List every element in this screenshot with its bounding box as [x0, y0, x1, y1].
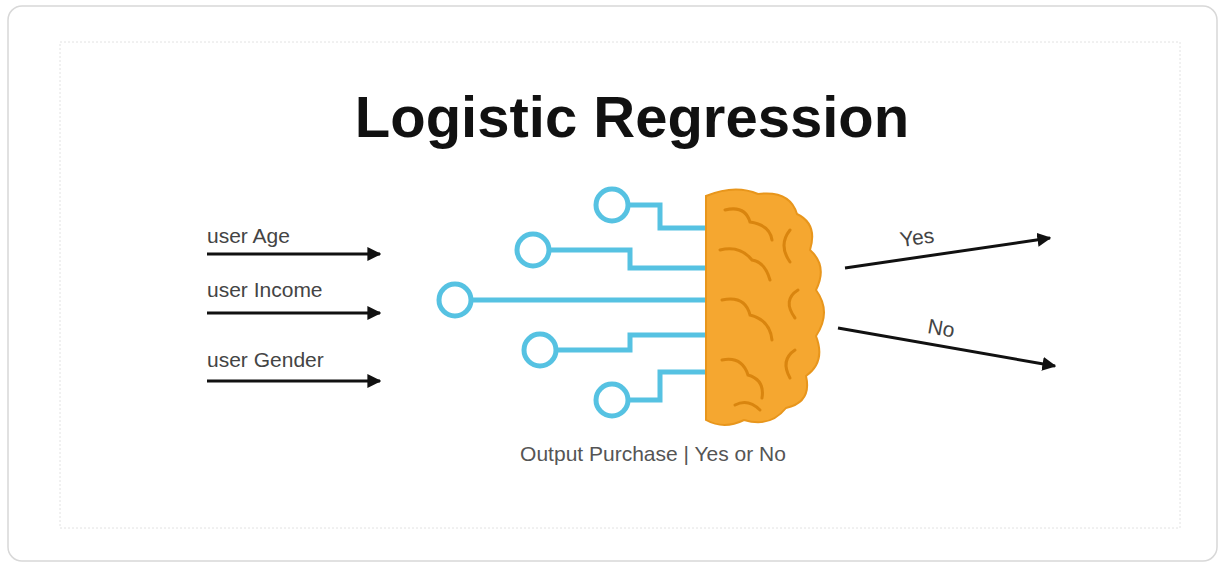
outer-frame: [8, 6, 1217, 561]
output-arrows: [838, 238, 1055, 366]
input-arrows: [207, 254, 380, 381]
output-label: No: [926, 314, 957, 342]
caption: Output Purchase | Yes or No: [520, 442, 786, 466]
brain-half: [706, 189, 824, 425]
input-label: user Gender: [207, 348, 324, 372]
title: Logistic Regression: [355, 84, 909, 151]
circuit: [439, 189, 712, 416]
input-label: user Age: [207, 224, 290, 248]
output-label: Yes: [898, 223, 935, 252]
input-label: user Income: [207, 278, 323, 302]
inner-frame: [60, 42, 1180, 528]
